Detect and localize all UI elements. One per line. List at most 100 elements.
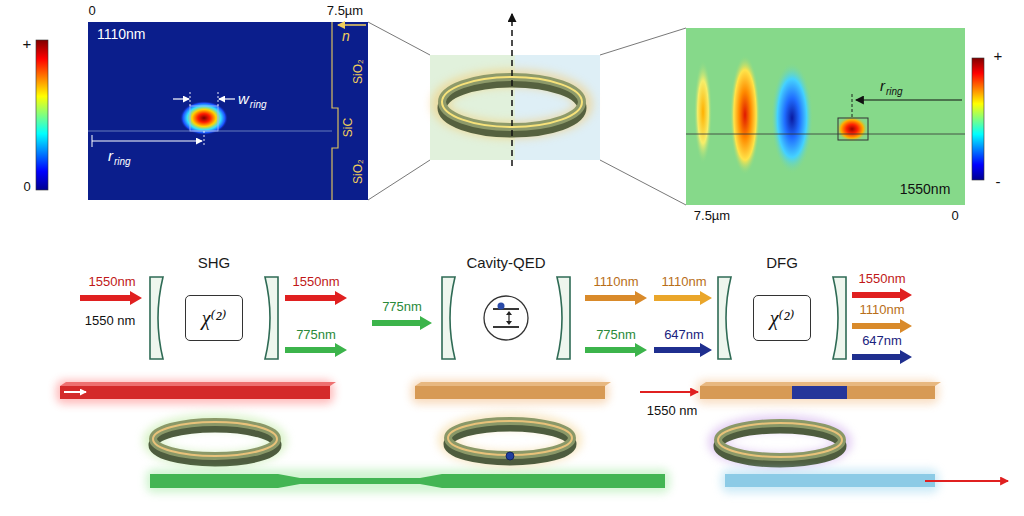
boundary-line: [332, 22, 338, 200]
waveguide: [60, 382, 336, 386]
wavelength-label: 1550 nm: [647, 404, 698, 418]
colorbar-tick: +: [994, 48, 1003, 65]
cavity-mirror: [557, 277, 570, 359]
dimension-tick: [852, 94, 853, 118]
wavelength-label: 775nm: [382, 300, 422, 314]
beam-arrow: [852, 350, 912, 364]
waveguide-glow: [721, 469, 939, 493]
wavelength-label: 1550nm: [859, 272, 906, 286]
susceptibility-label: χ⁽²⁾: [770, 307, 795, 329]
cavity-mirror: [718, 277, 731, 359]
waveguide: [150, 474, 665, 488]
wavelength-label: 1550nm: [293, 275, 340, 289]
beam-arrow: [585, 291, 647, 305]
waveguide-glow: [146, 469, 670, 493]
colorbar-tick: -: [996, 174, 1001, 191]
wavelength-label: 1110nm: [97, 27, 146, 42]
optical-cavity: SHG χ⁽²⁾: [148, 254, 280, 360]
optical-cavity: Cavity-QED: [440, 254, 572, 360]
dimension-symbol: r: [108, 148, 113, 165]
wavelength-label: 775nm: [596, 328, 636, 342]
ring-highlight: [718, 423, 842, 457]
ring-resonator: [153, 422, 277, 456]
wavelength-label: 1110nm: [859, 303, 904, 317]
symmetry-axis: [511, 14, 513, 166]
waveguide-outline: [190, 106, 218, 131]
material-label: SiO₂: [351, 160, 364, 185]
colorbar: [36, 40, 48, 190]
cavity-title: DFG: [766, 254, 798, 271]
waveguide: [700, 382, 941, 386]
cavity-title: Cavity-QED: [466, 254, 545, 271]
dimension-tick: [204, 131, 205, 147]
dimension-subscript: ring: [114, 156, 131, 167]
optical-cavity: DFG χ⁽²⁾: [716, 254, 848, 360]
dimension-arrow: [92, 140, 202, 141]
field-lobe: [771, 62, 813, 174]
beam-arrow: [285, 343, 347, 357]
waveguide-segment: [792, 386, 847, 399]
projection-line: [600, 160, 686, 205]
projection-line: [368, 22, 430, 55]
input-arrow: [64, 391, 86, 393]
waveguide: [415, 386, 605, 399]
colorbar: [972, 58, 984, 180]
waveguide: [415, 382, 611, 386]
dimension-subscript: ring: [886, 86, 903, 97]
colorbar-tick: +: [23, 36, 32, 53]
susceptibility-label: χ⁽²⁾: [202, 307, 227, 329]
dimension-arrow: [856, 99, 962, 100]
dimension-symbol: r: [880, 78, 885, 95]
wavelength-label: 1110nm: [661, 275, 706, 289]
ring-highlight: [153, 422, 277, 456]
energy-level: [493, 308, 519, 310]
transition-arrow: [506, 321, 512, 325]
emitter-circle: [484, 296, 528, 340]
projection-line: [368, 160, 430, 200]
input-arrow: [640, 391, 698, 393]
wavelength-label: 1550 nm: [85, 314, 136, 328]
beam-arrow: [654, 343, 712, 357]
colorbar-tick: 0: [23, 180, 30, 194]
material-label: SiC: [342, 118, 355, 137]
projection-line: [600, 28, 686, 55]
axis-tick: 7.5µm: [327, 4, 363, 18]
dimension-subscript: ring: [250, 99, 267, 110]
dimension-arrow: [173, 98, 189, 99]
ring-highlight: [448, 421, 572, 455]
dimension-symbol: w: [238, 91, 249, 108]
dimension-tick: [218, 92, 219, 106]
ring-resonator: [448, 421, 572, 455]
cavity-mirror: [265, 277, 278, 359]
wavelength-label: 647nm: [862, 334, 902, 348]
normal-arrow: [338, 24, 366, 26]
wavelength-label: 1550nm: [900, 182, 951, 197]
waveguide: [60, 386, 330, 399]
dimension-tick: [190, 92, 191, 106]
beam-arrow: [852, 288, 912, 302]
waveguide-outline: [838, 118, 868, 140]
cavity-mirror: [150, 277, 163, 359]
wavelength-label: 1550nm: [89, 275, 136, 289]
mode-spot: [836, 116, 868, 142]
axis-tick: 0: [88, 4, 95, 18]
field-map: [686, 28, 965, 205]
beam-arrow: [654, 291, 712, 305]
wavelength-label: 775nm: [296, 328, 336, 342]
transition-arrow: [506, 311, 512, 315]
wavelength-label: 1110nm: [593, 275, 638, 289]
material-label: SiO₂: [351, 60, 364, 85]
interface-line: [686, 134, 965, 135]
beam-arrow: [585, 343, 647, 357]
axis-tick: 7.5µm: [694, 209, 730, 223]
energy-level: [493, 326, 519, 328]
field-lobe: [730, 55, 760, 175]
dimension-arrow: [219, 98, 235, 99]
quantum-emitter: [506, 452, 514, 460]
waveguide: [700, 386, 935, 399]
cavity-title: SHG: [198, 254, 231, 271]
nonlinear-medium: χ⁽²⁾: [753, 295, 811, 341]
beam-arrow: [285, 291, 347, 305]
mode-spot: [180, 101, 228, 135]
waveguide: [725, 474, 935, 487]
